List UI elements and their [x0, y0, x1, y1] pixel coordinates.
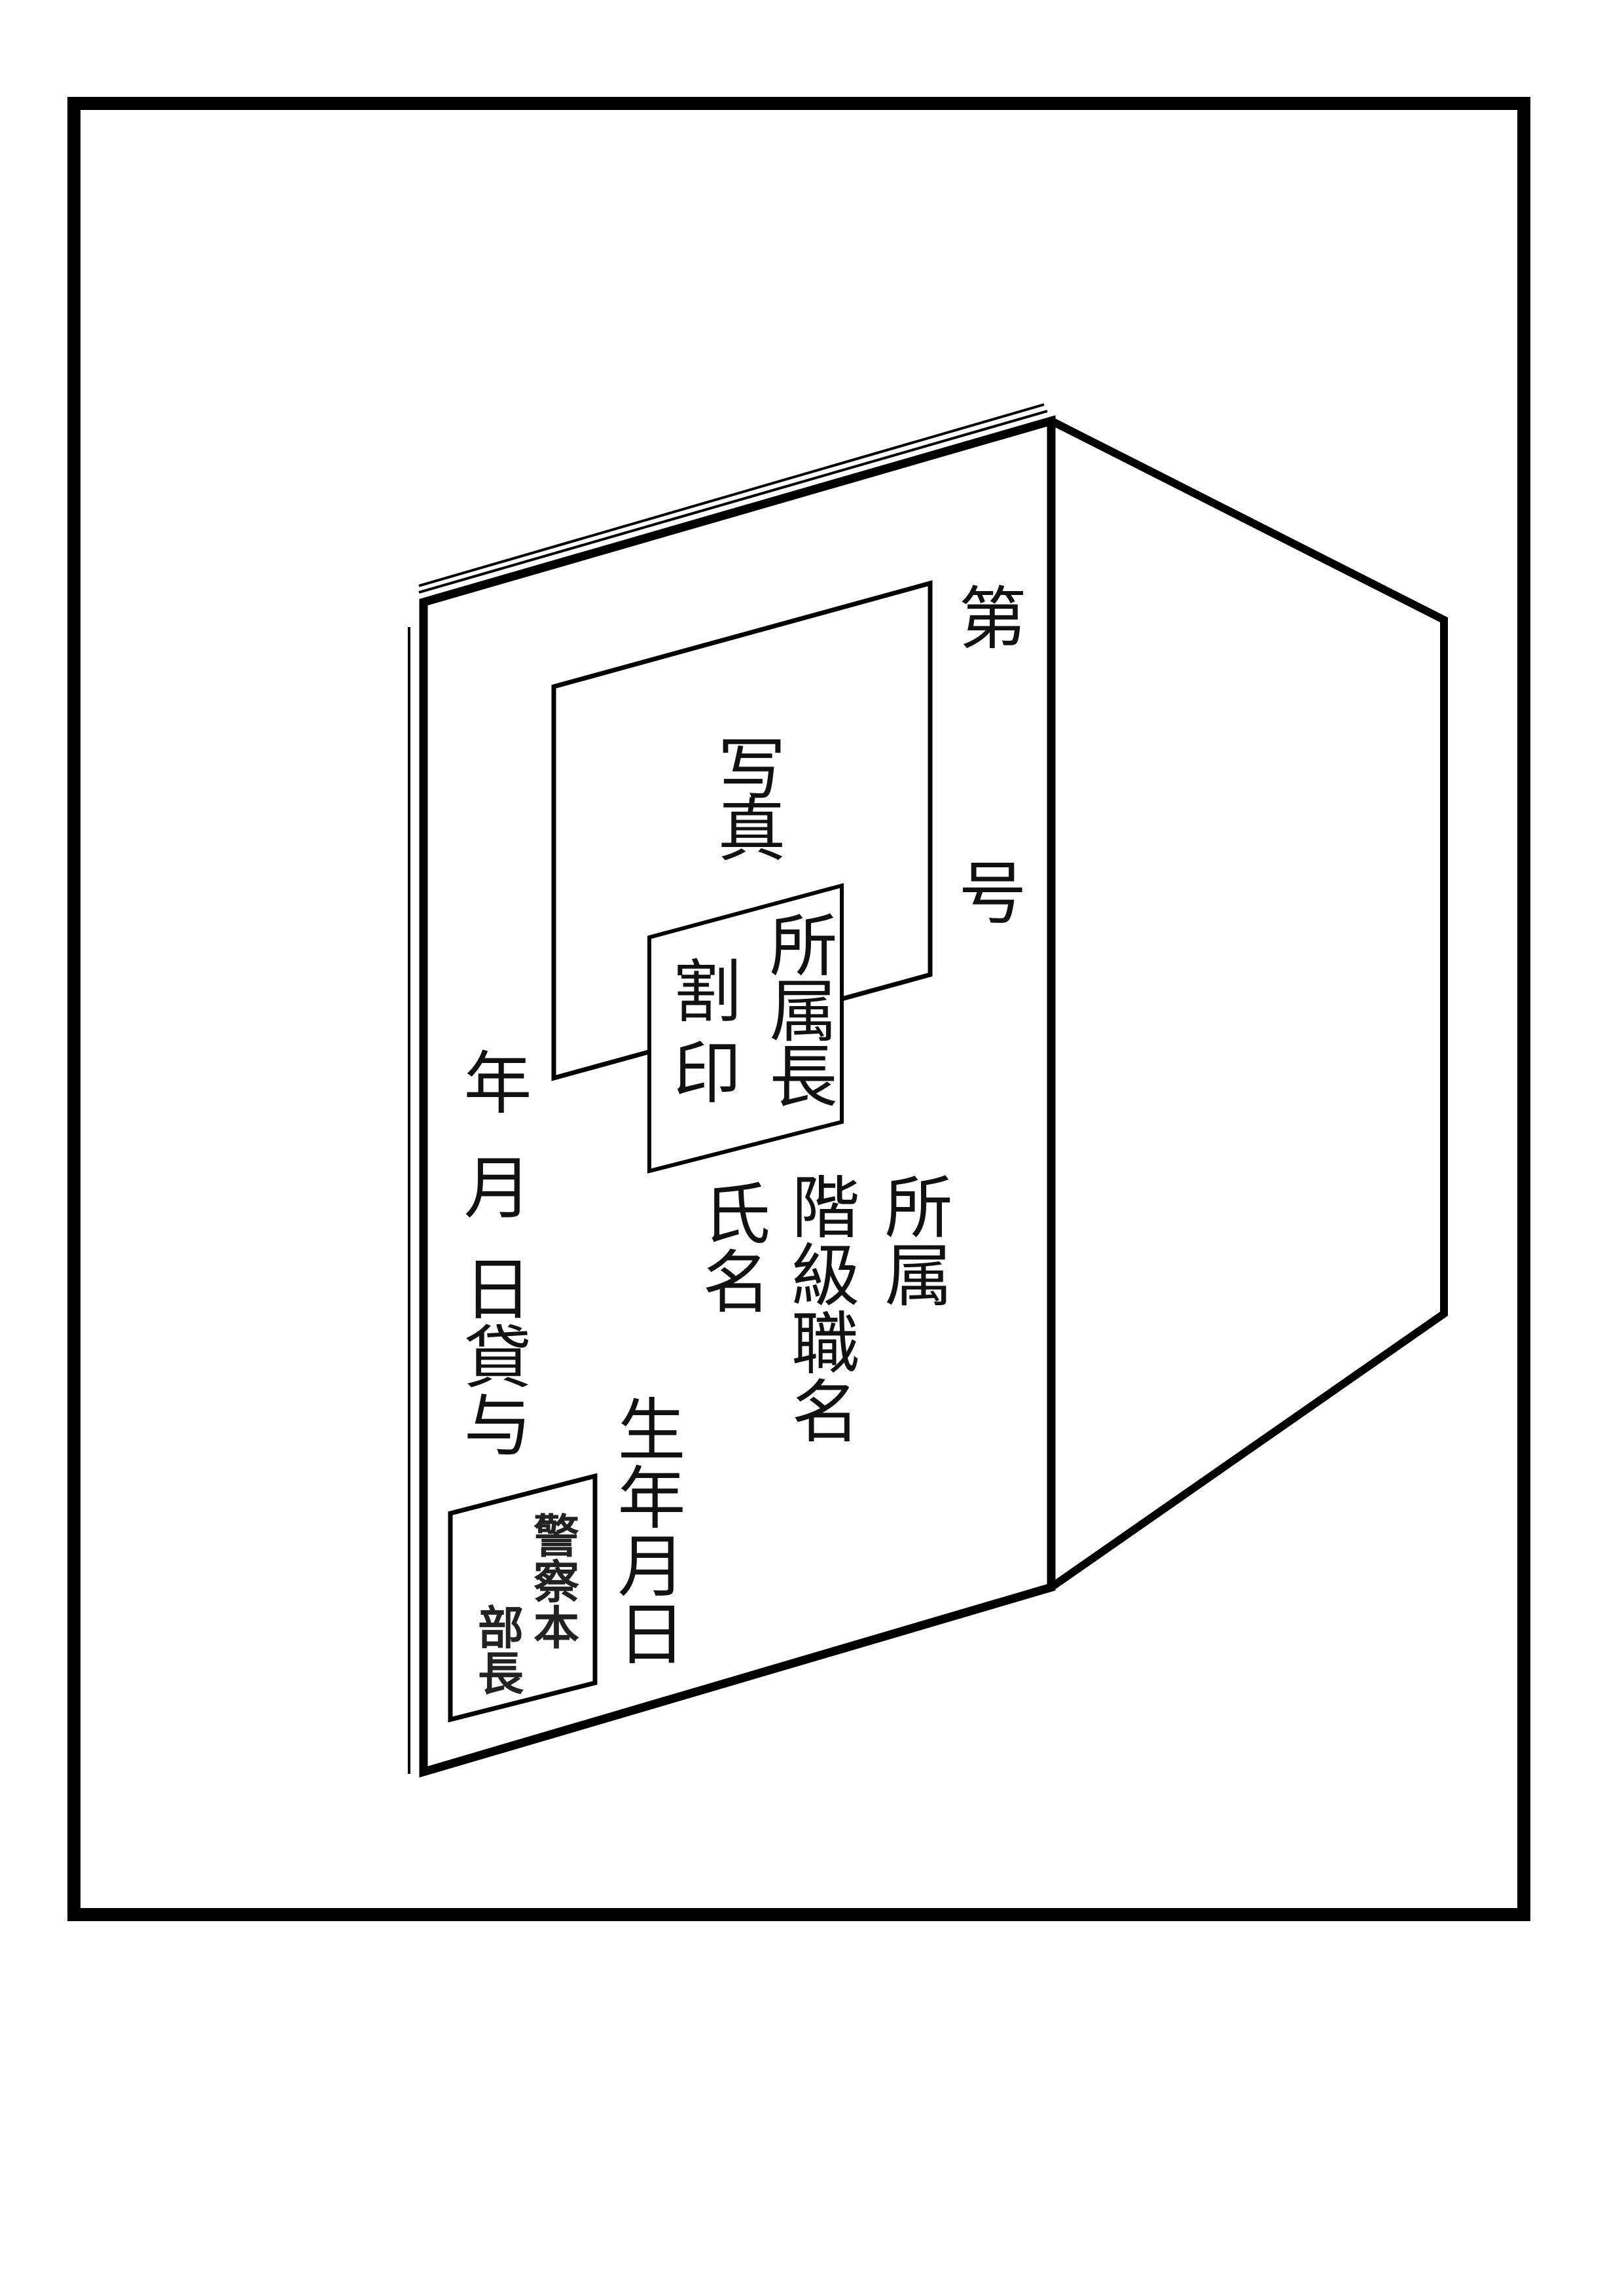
card-page-edges — [408, 403, 1048, 1774]
issued-year-label: 年 — [452, 1047, 532, 1115]
chief-seal-label: 所属長 — [757, 910, 837, 1107]
photo-label: 写真 — [706, 733, 785, 861]
outer-frame — [67, 97, 1530, 1921]
number-suffix-label: 号 — [947, 857, 1026, 926]
birth-date-label: 生年月日 — [605, 1394, 685, 1667]
rank-title-label: 階級職名 — [780, 1172, 859, 1444]
issued-month-label: 月 — [452, 1152, 532, 1220]
tally-seal-label: 割印 — [661, 956, 741, 1118]
number-prefix-label: 第 — [947, 583, 1026, 651]
issuer-stamp-box — [448, 1473, 598, 1723]
tally-seal-box — [647, 883, 844, 1174]
name-label: 氏名 — [691, 1178, 770, 1314]
issuer-stamp-left: 部長 — [471, 1604, 525, 1695]
issuer-stamp-right: 警察本 — [526, 1512, 581, 1649]
issued-day-lent-label: 日貸与 — [452, 1253, 532, 1458]
card-back-cover — [1049, 417, 1448, 1591]
affiliation-label: 所属 — [873, 1172, 952, 1308]
